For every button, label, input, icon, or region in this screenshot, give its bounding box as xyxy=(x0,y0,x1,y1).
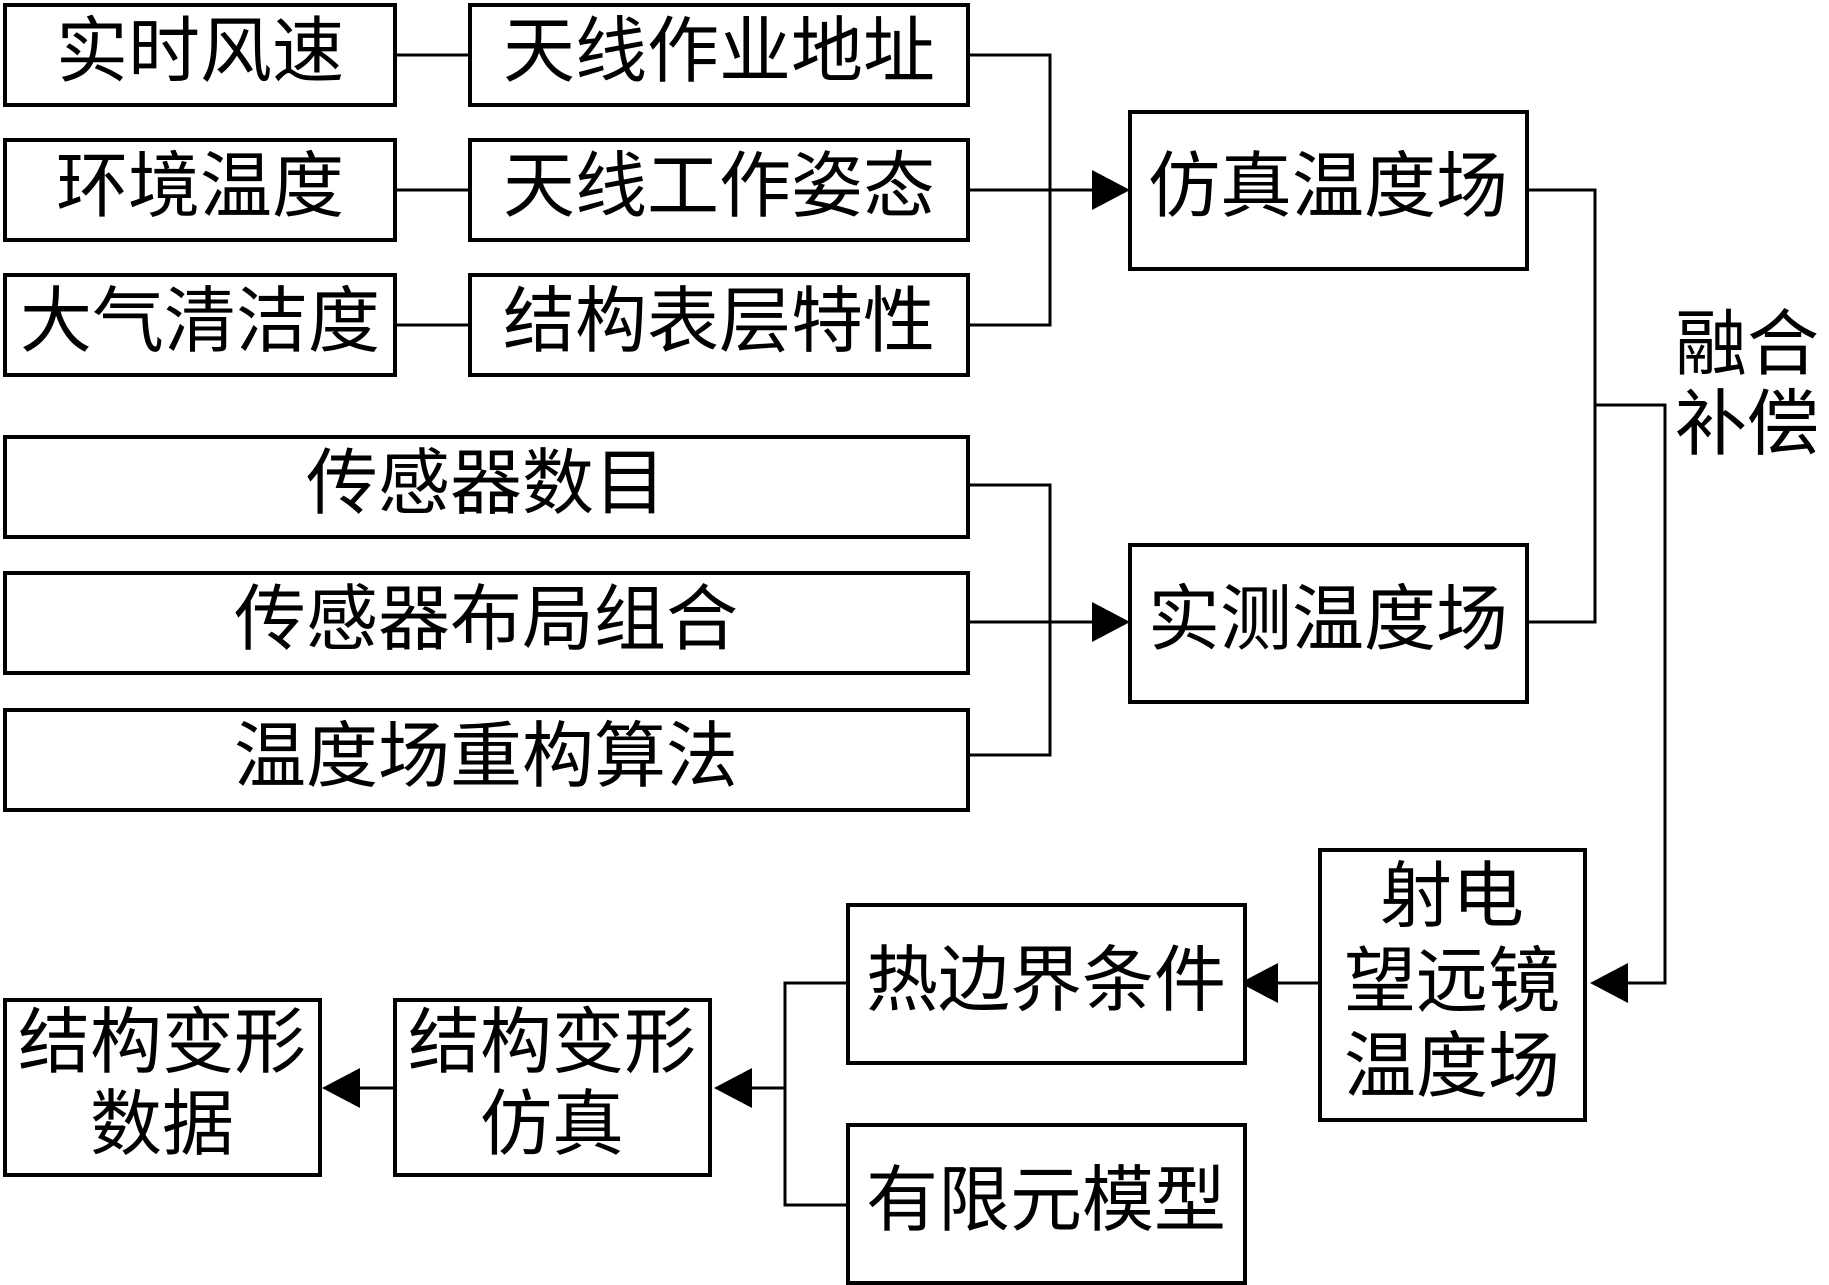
label-telescope-line2: 望远镜 xyxy=(1344,939,1560,1023)
label-atmos-clean: 大气清洁度 xyxy=(20,279,380,363)
label-deformation-data-line2: 数据 xyxy=(90,1082,234,1166)
box-ambient-temp xyxy=(3,138,397,242)
box-reconstruction-algo xyxy=(3,708,970,812)
label-telescope-line3: 温度场 xyxy=(1344,1024,1560,1108)
arrow-deformation-data xyxy=(322,1068,360,1108)
connector-fusion-telescope xyxy=(1595,403,1667,985)
label-reconstruction-algo: 温度场重构算法 xyxy=(234,714,738,798)
label-surface-property: 结构表层特性 xyxy=(503,279,935,363)
box-surface-property xyxy=(468,273,970,377)
bus-sensors xyxy=(968,483,1052,757)
box-deformation-data xyxy=(3,998,322,1177)
box-telescope-field xyxy=(1318,848,1587,1122)
box-sensor-count xyxy=(3,435,970,539)
label-antenna-address: 天线作业地址 xyxy=(503,9,935,93)
arrow-simulated xyxy=(1092,170,1130,210)
label-sensor-count: 传感器数目 xyxy=(306,441,666,525)
arrow-deformation-sim xyxy=(714,1068,752,1108)
label-simulated-field: 仿真温度场 xyxy=(1148,144,1508,228)
label-thermal-boundary: 热边界条件 xyxy=(866,938,1226,1022)
label-fusion-line2: 补偿 xyxy=(1675,382,1819,466)
bus-boundary-fem xyxy=(783,981,848,1207)
box-antenna-attitude xyxy=(468,138,970,242)
label-antenna-attitude: 天线工作姿态 xyxy=(503,144,935,228)
boxes xyxy=(3,3,1587,1285)
label-telescope-line1: 射电 xyxy=(1380,854,1524,938)
label-measured-field: 实测温度场 xyxy=(1148,577,1508,661)
arrow-boundary xyxy=(1240,963,1278,1003)
box-antenna-address xyxy=(468,3,970,107)
arrow-telescope xyxy=(1590,963,1628,1003)
fusion-bracket xyxy=(1527,188,1597,624)
box-deformation-sim xyxy=(393,998,712,1177)
labels: 实时风速 环境温度 大气清洁度 天线作业地址 天线工作姿态 结构表层特性 仿真温… xyxy=(18,9,1819,1242)
box-sensor-layout xyxy=(3,571,970,675)
box-atmos-clean xyxy=(3,273,397,377)
label-wind-speed: 实时风速 xyxy=(56,9,344,93)
box-measured-field xyxy=(1128,543,1529,704)
arrow-measured xyxy=(1092,602,1130,642)
box-thermal-boundary xyxy=(846,903,1247,1065)
box-fem-model xyxy=(846,1123,1247,1285)
label-fem-model: 有限元模型 xyxy=(866,1158,1226,1242)
box-simulated-field xyxy=(1128,110,1529,271)
label-fusion-line1: 融合 xyxy=(1675,302,1819,386)
box-wind-speed xyxy=(3,3,397,107)
connectors xyxy=(360,53,1667,1207)
label-deformation-sim-line2: 仿真 xyxy=(480,1082,624,1166)
label-ambient-temp: 环境温度 xyxy=(56,144,344,228)
label-deformation-data-line1: 结构变形 xyxy=(18,1000,306,1084)
label-sensor-layout: 传感器布局组合 xyxy=(234,577,738,661)
arrowheads xyxy=(322,170,1628,1108)
label-deformation-sim-line1: 结构变形 xyxy=(408,1000,696,1084)
